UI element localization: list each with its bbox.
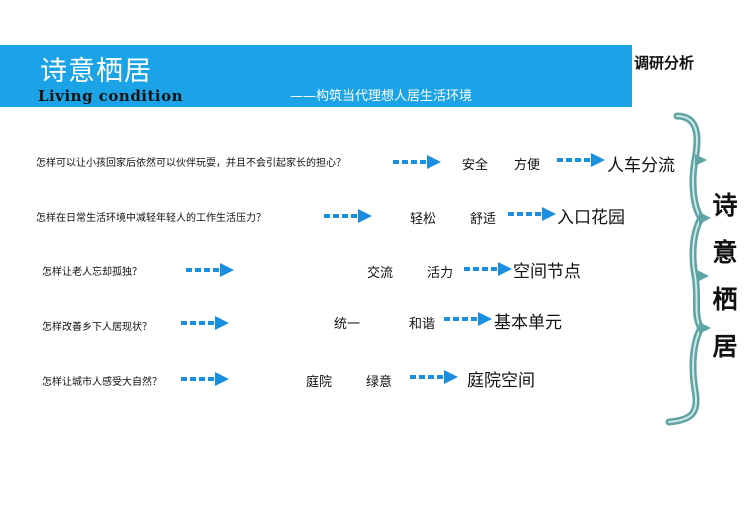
arrow-icon [410,370,458,384]
arrow-icon [186,263,234,277]
side-title-char-4: 居 [712,332,738,361]
keyword-row-4-b: 和谐 [409,317,436,332]
question-row-1: 怎样可以让小孩回家后依然可以伙伴玩耍，并且不会引起家长的担心？ [36,158,346,169]
keyword-row-3-b: 活力 [427,266,454,281]
brace-decoration [665,112,711,426]
keyword-row-4-a: 统一 [334,317,361,332]
keyword-row-1-b: 方便 [514,158,541,173]
keyword-row-2-a: 轻松 [410,212,437,227]
arrow-icon [181,316,229,330]
section-tag: 调研分析 [634,54,695,72]
arrow-icon [508,207,556,221]
keyword-row-1-a: 安全 [462,158,489,173]
arrow-icon [181,372,229,386]
side-title-char-3: 栖 [712,285,738,314]
question-row-3: 怎样让老人忘却孤独？ [42,267,142,278]
result-row-5: 庭院空间 [467,371,535,391]
keyword-row-2-b: 舒适 [470,212,497,227]
result-row-4: 基本单元 [494,313,562,333]
arrow-icon [324,209,372,223]
result-row-1: 人车分流 [607,156,675,176]
side-title-char-1: 诗 [712,191,738,220]
keyword-row-5-a: 庭院 [306,375,333,390]
header-banner [0,45,632,107]
page-subtitle: ——构筑当代理想人居生活环境 [290,89,473,104]
question-row-5: 怎样让城市人感受大自然？ [42,377,162,388]
keyword-row-3-a: 交流 [367,266,394,281]
side-title-char-2: 意 [712,238,738,267]
keyword-row-5-b: 绿意 [366,375,393,390]
result-row-2: 入口花园 [557,208,625,228]
arrow-icon [444,312,492,326]
arrow-icon [393,155,441,169]
page-title-english: Living condition [38,87,184,105]
arrow-icon [557,153,605,167]
arrow-icon [464,262,512,276]
question-row-2: 怎样在日常生活环境中减轻年轻人的工作生活压力？ [36,213,266,224]
result-row-3: 空间节点 [513,262,581,282]
page-title: 诗意栖居 [40,56,152,87]
question-row-4: 怎样改善乡下人居现状？ [42,322,152,333]
